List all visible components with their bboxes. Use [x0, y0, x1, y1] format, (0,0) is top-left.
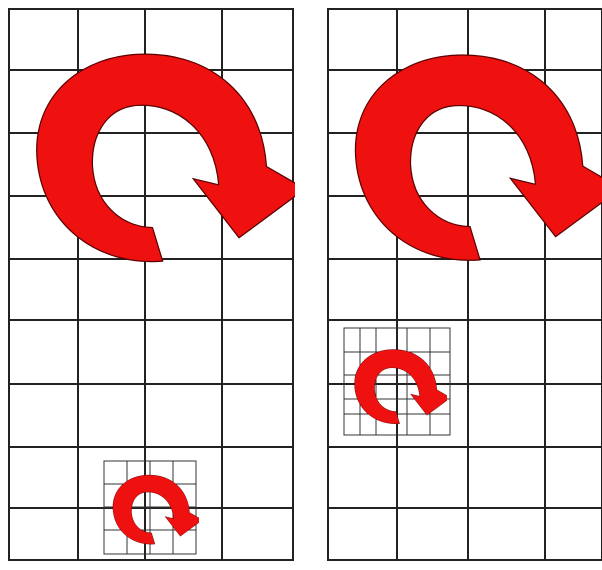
left-large-clockwise-arrow-icon [37, 54, 306, 261]
left-small-grid [104, 461, 202, 554]
right-large-clockwise-arrow-icon [355, 55, 602, 260]
left-small-clockwise-arrow-icon [113, 475, 203, 544]
right-small-clockwise-arrow-icon [355, 349, 451, 423]
right-panel [328, 9, 602, 560]
left-panel [9, 9, 305, 560]
